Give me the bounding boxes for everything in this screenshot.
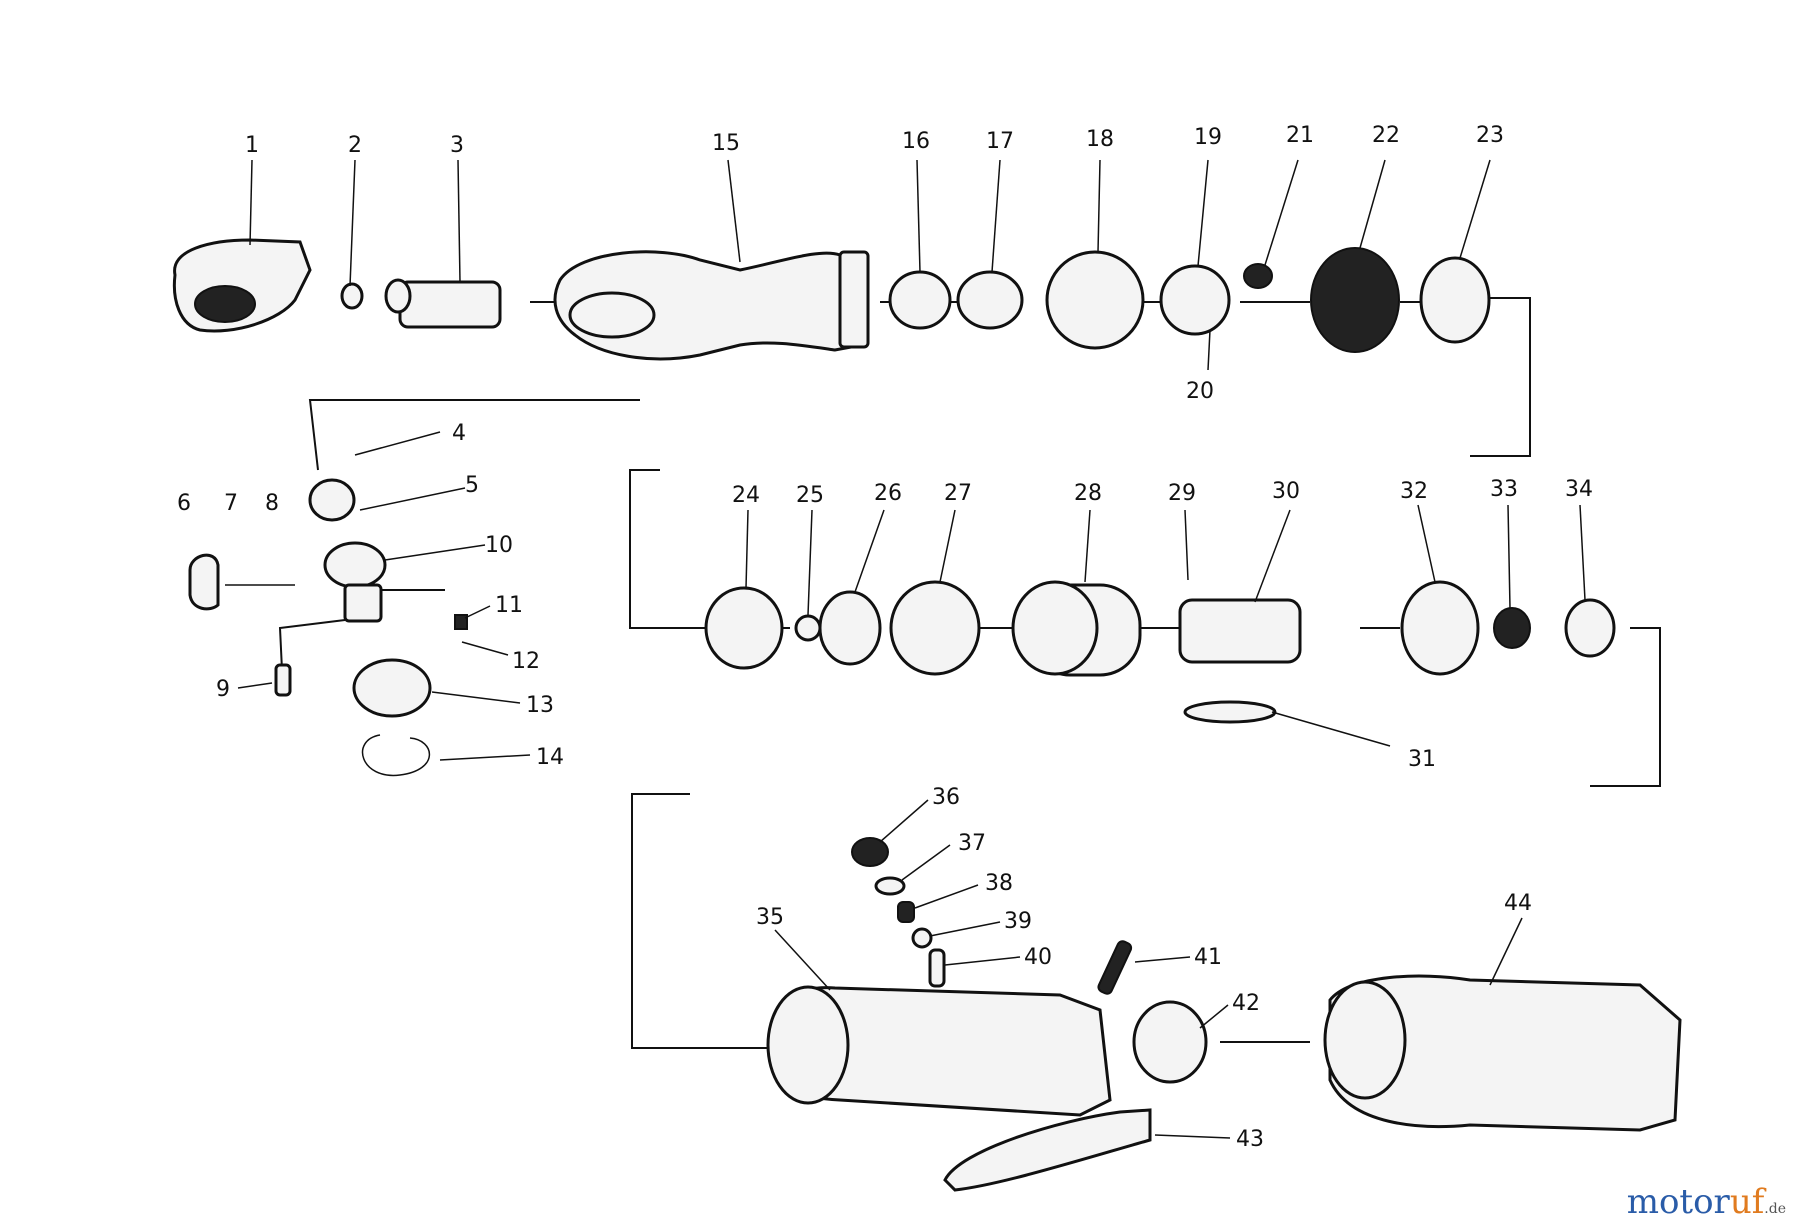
part-label-27: 27 <box>944 481 972 506</box>
part-label-44: 44 <box>1504 891 1532 916</box>
part-label-25: 25 <box>796 483 824 508</box>
part-label-26: 26 <box>874 481 902 506</box>
part-label-16: 16 <box>902 129 930 154</box>
handle-parts-row3 <box>766 837 1682 1192</box>
watermark-main: motor <box>1626 1182 1730 1222</box>
part-label-5: 5 <box>465 473 479 498</box>
part-label-7: 7 <box>224 491 238 516</box>
part-label-2: 2 <box>348 133 362 158</box>
part-label-9: 9 <box>216 677 230 702</box>
motor-housing-parts-row1 <box>888 247 1491 353</box>
part-label-37: 37 <box>958 831 986 856</box>
part-label-22: 22 <box>1372 123 1400 148</box>
part-label-24: 24 <box>732 483 760 508</box>
part-label-21: 21 <box>1286 123 1314 148</box>
part-label-34: 34 <box>1565 477 1593 502</box>
part-label-35: 35 <box>756 905 784 930</box>
part-labels: 1 2 3 15 16 17 18 19 21 22 23 20 4 5 6 7… <box>177 123 1593 1152</box>
part-label-12: 12 <box>512 649 540 674</box>
part-label-36: 36 <box>932 785 960 810</box>
part-label-28: 28 <box>1074 481 1102 506</box>
part-label-6: 6 <box>177 491 191 516</box>
part-label-32: 32 <box>1400 479 1428 504</box>
part-label-42: 42 <box>1232 991 1260 1016</box>
ratchet-mechanism-group <box>188 478 468 777</box>
part-label-15: 15 <box>712 131 740 156</box>
part-label-11: 11 <box>495 593 523 618</box>
part-label-4: 4 <box>452 421 466 446</box>
part-label-31: 31 <box>1408 747 1436 772</box>
part-label-17: 17 <box>986 129 1014 154</box>
part-label-3: 3 <box>450 133 464 158</box>
watermark-accent: uf <box>1729 1182 1765 1222</box>
part-label-39: 39 <box>1004 909 1032 934</box>
watermark-tld: .de <box>1764 1201 1786 1217</box>
part-label-1: 1 <box>245 133 259 158</box>
part-label-29: 29 <box>1168 481 1196 506</box>
part-label-10: 10 <box>485 533 513 558</box>
part-label-13: 13 <box>526 693 554 718</box>
part-label-38: 38 <box>985 871 1013 896</box>
part-label-30: 30 <box>1272 479 1300 504</box>
part-label-40: 40 <box>1024 945 1052 970</box>
part-label-41: 41 <box>1194 945 1222 970</box>
part-label-23: 23 <box>1476 123 1504 148</box>
part-label-18: 18 <box>1086 127 1114 152</box>
motor-parts-row2 <box>704 580 1616 724</box>
part-label-20: 20 <box>1186 379 1214 404</box>
ratchet-head-group <box>172 238 870 361</box>
part-label-19: 19 <box>1194 125 1222 150</box>
part-label-14: 14 <box>536 745 564 770</box>
part-label-33: 33 <box>1490 477 1518 502</box>
part-label-43: 43 <box>1236 1127 1264 1152</box>
motoruf-watermark: motoruf.de <box>1627 1182 1786 1222</box>
part-label-8: 8 <box>265 491 279 516</box>
